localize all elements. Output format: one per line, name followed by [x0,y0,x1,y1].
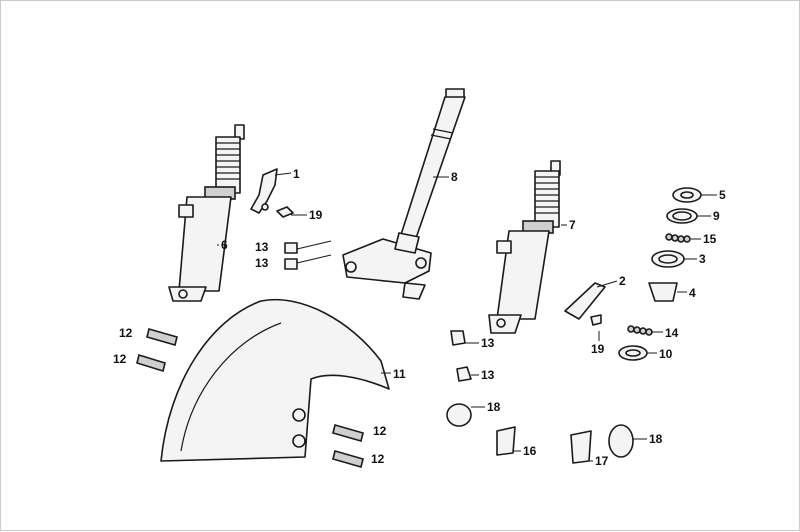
callout-3: 3 [699,252,706,266]
callout-1: 1 [293,167,300,181]
stem-bolts [284,240,472,382]
callout-19: 19 [309,208,323,222]
steering-stem [342,88,466,300]
callout-12: 12 [373,424,387,438]
callout-9: 9 [713,209,720,223]
callout-7: 7 [569,218,576,232]
leader-lines [217,172,717,462]
fender-bolts [136,328,364,468]
callout-13: 13 [255,240,269,254]
callout-17: 17 [595,454,609,468]
lower-ball-race [627,325,653,336]
callout-13: 13 [481,368,495,382]
callout-2: 2 [619,274,626,288]
callout-11: 11 [393,367,406,381]
left-fork-leg [168,124,245,302]
callout-16: 16 [523,444,537,458]
callout-13: 13 [255,256,269,270]
upper-ball-race [665,233,691,243]
callout-13: 13 [481,336,495,350]
callout-labels: 1 2 3 4 5 6 7 8 9 10 11 12 12 12 12 13 1… [113,167,726,468]
callout-18: 18 [649,432,663,446]
callout-12: 12 [371,452,385,466]
callout-19: 19 [591,342,605,356]
callout-6: 6 [221,238,228,252]
callout-8: 8 [451,170,458,184]
reflector-parts [446,403,634,464]
callout-10: 10 [659,347,673,361]
callout-4: 4 [689,286,696,300]
brake-cable-clip [564,282,606,326]
steering-bearing-set [618,187,702,361]
brake-hose-clip [250,168,294,218]
callout-12: 12 [113,352,127,366]
callout-5: 5 [719,188,726,202]
callout-18: 18 [487,400,501,414]
callout-15: 15 [703,232,717,246]
right-fork-leg [488,160,561,334]
callout-12: 12 [119,326,133,340]
callout-14: 14 [665,326,679,340]
front-fender [160,298,390,462]
